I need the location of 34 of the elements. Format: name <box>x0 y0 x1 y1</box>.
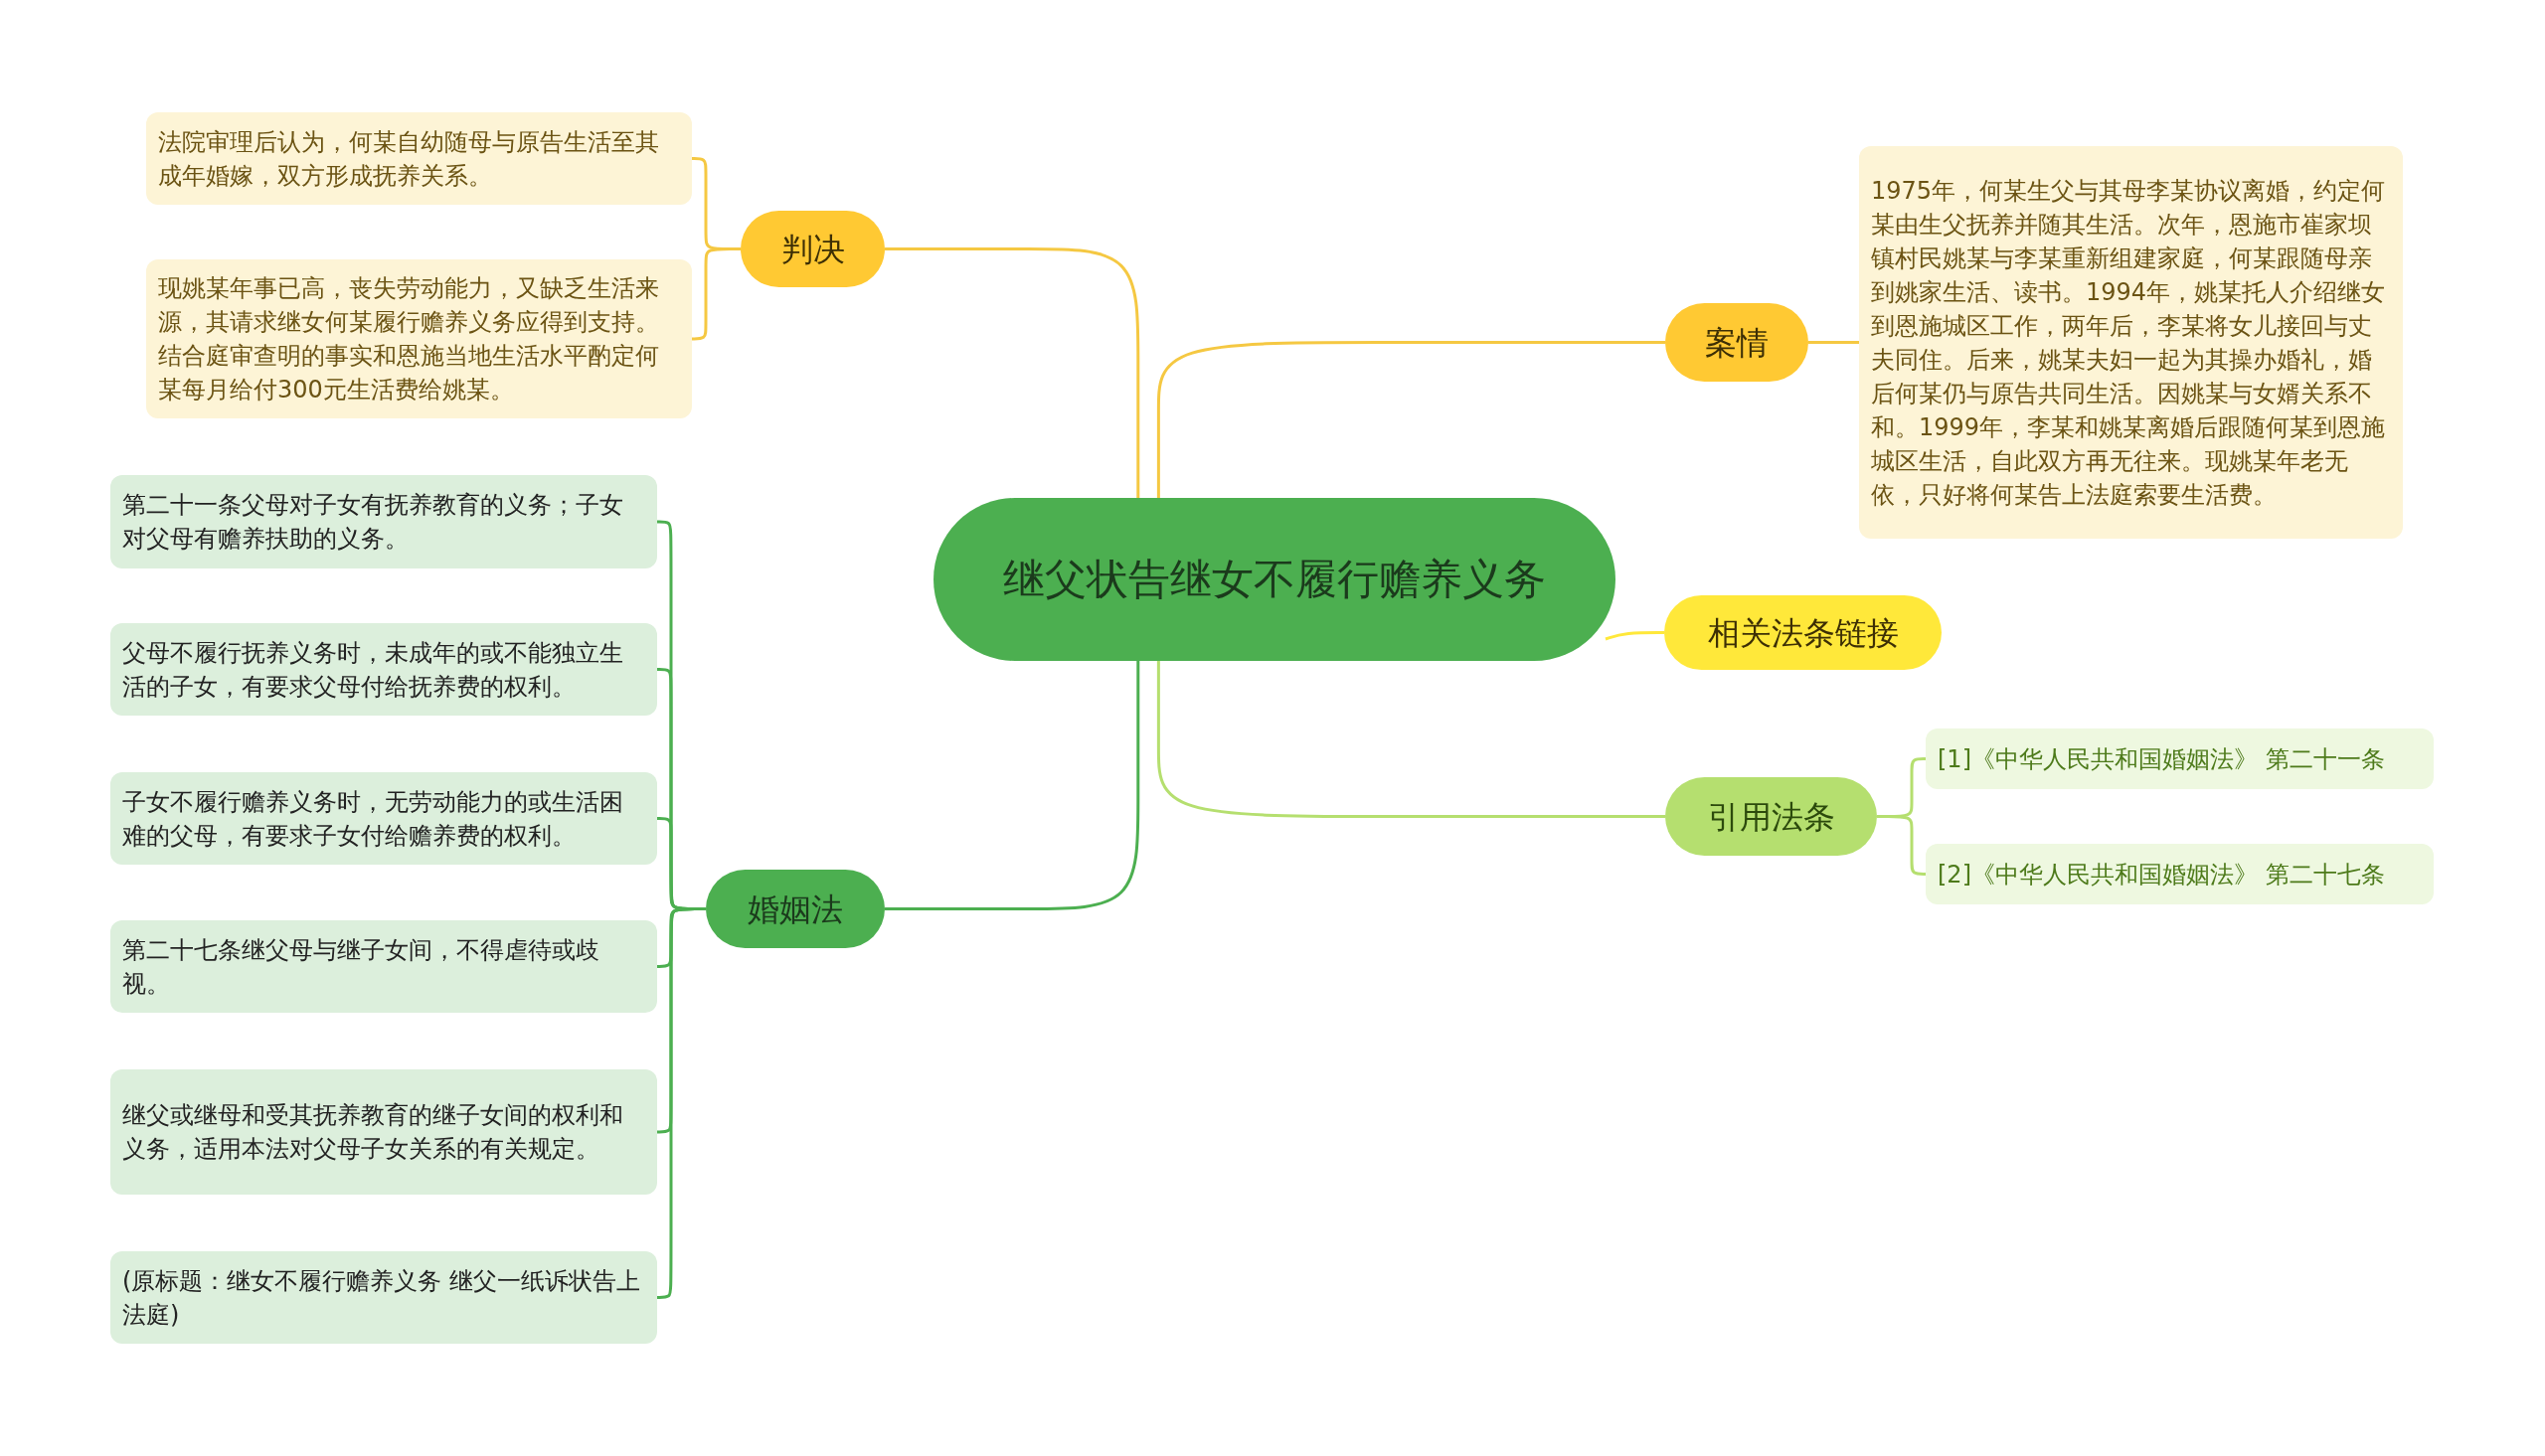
connector-line <box>1808 341 1859 344</box>
connector-line <box>1605 631 1664 641</box>
text-card <box>146 112 692 205</box>
node-text: 第二十七条继父母与继子女间，不得虐待或歧视。 <box>122 934 600 1000</box>
node-text: 相关法条链接 <box>1706 612 1900 653</box>
text-card <box>110 623 657 716</box>
text-card <box>1926 728 2434 789</box>
node-text: 引用法条 <box>1706 796 1836 837</box>
node-text: 婚姻法 <box>747 889 844 929</box>
text-card <box>110 475 657 568</box>
node-text: 现姚某年事已高，丧失劳动能力，又缺乏生活来源，其请求继女何某履行赡养义务应得到支持。结合庭审查明的事实和恩施当地生活水平酌定何某每月给付300元生活费给姚某。 <box>158 273 660 405</box>
node-text: 法院审理后认为，何某自幼随母与原告生活至其成年婚嫁，双方形成抚养关系。 <box>158 126 660 192</box>
node-text: 父母不履行抚养义务时，未成年的或不能独立生活的子女，有要求父母付给抚养费的权利。 <box>122 637 624 703</box>
node-text: 1975年，何某生父与其母李某协议离婚，约定何某由生父抚养并随其生活。次年，恩施市崔家坝镇村民姚某与李某重新组建家庭，何某跟随母亲到姚家生活、读书。1994年，姚某托人介绍继女到恩施城区工作，两年后，李某将女儿接回与丈夫同住。后来，姚某夫妇一起为其操办婚礼，婚后何某仍与原告共同生活。因姚某与女婿关系不和。1999年，李某和姚某离婚后跟随何某到恩施城区生活，自此双方再无往来。现姚某年老无依，只好将何某告上法庭索要生活费。 <box>1871 175 2387 511</box>
connector-line <box>1156 659 1665 818</box>
text-card <box>146 259 692 418</box>
node-text: 继父或继母和受其抚养教育的继子女间的权利和义务，适用本法对父母子女关系的有关规定。 <box>122 1100 624 1165</box>
node-text: [1]《中华人民共和国婚姻法》 第二十一条 <box>1938 743 2386 775</box>
text-card <box>1859 146 2403 539</box>
text-card <box>110 1251 657 1344</box>
node-text: 继父状告继女不履行赡养义务 <box>1002 554 1547 605</box>
connector-line <box>1156 341 1665 500</box>
text-card <box>110 772 657 865</box>
node-text: 判决 <box>779 229 846 269</box>
connector-line <box>885 659 1140 910</box>
connector-line <box>885 247 1140 500</box>
text-card <box>1926 844 2434 904</box>
node-text: (原标题：继女不履行赡养义务 继父一纸诉状告上法庭) <box>122 1265 641 1331</box>
node-text: 案情 <box>1704 322 1770 363</box>
text-card <box>110 920 657 1013</box>
node-text: 第二十一条父母对子女有抚养教育的义务；子女对父母有赡养扶助的义务。 <box>122 490 624 555</box>
node-text: 子女不履行赡养义务时，无劳动能力的或生活困难的父母，有要求子女付给赡养费的权利。 <box>122 786 624 852</box>
node-text: [2]《中华人民共和国婚姻法》 第二十七条 <box>1938 859 2386 890</box>
text-card <box>110 1069 657 1195</box>
